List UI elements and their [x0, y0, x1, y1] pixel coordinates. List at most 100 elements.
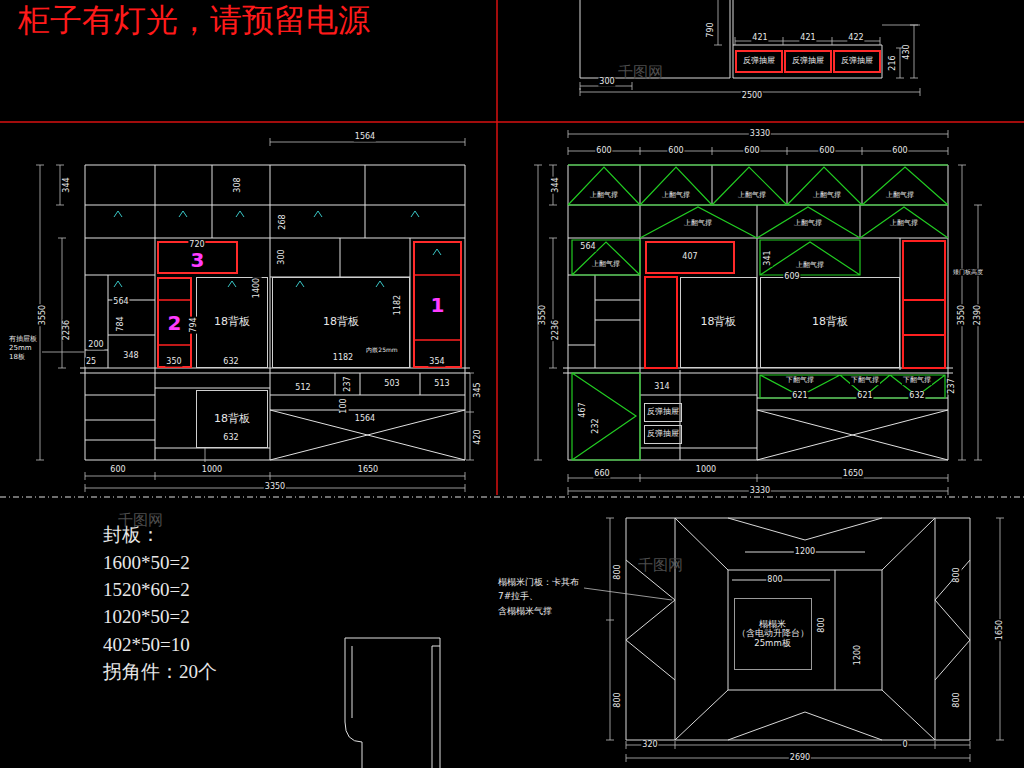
dimension-text: 1200 [794, 548, 816, 557]
dimension-text: 421 [799, 34, 816, 43]
dimension-text: 1182 [394, 294, 403, 316]
dimension-text: 2236 [63, 319, 72, 341]
dimension-text: 800 [766, 576, 783, 585]
node-text: 反弹抽屉 [792, 57, 824, 66]
dimension-text: 800 [818, 616, 827, 633]
watermark: 千图网 [637, 557, 684, 574]
cabinet-outline [563, 165, 953, 460]
lit-box: 407 [645, 241, 735, 274]
lamp-symbol [114, 211, 441, 287]
node-text: 18背板 [323, 316, 359, 328]
dimension-text: 1564 [354, 133, 376, 142]
dimension-text: 348 [122, 352, 139, 361]
dimension-text: 660 [593, 470, 610, 479]
note-text: 下翻气撑 [850, 377, 880, 385]
dimension-text: 3550 [39, 304, 48, 326]
dimension-text: 216 [889, 54, 898, 71]
node-text: 407 [682, 253, 697, 262]
back-panel-box: 18背板 [760, 277, 900, 368]
note-text: 18板 [8, 354, 26, 362]
drawer-box: 反弹抽屉 [784, 50, 832, 73]
dimension-text: 632 [222, 434, 239, 443]
material-list: 1020*50=2 [102, 607, 191, 628]
dimension-text: 720 [188, 241, 205, 250]
note-text: 内嵌25mm [365, 347, 398, 354]
watermark: 千图网 [117, 512, 164, 529]
watermark: 千图网 [617, 64, 664, 81]
dimension-text: 1200 [854, 644, 863, 666]
dimension-text: 1400 [253, 277, 262, 299]
drawer-box: 反弹抽屉 [833, 50, 881, 73]
node-text: 反弹抽屉 [647, 430, 679, 439]
drawer-box: 反弹抽屉 [644, 403, 682, 422]
edge-profile [345, 638, 440, 768]
dimension-text: 632 [908, 392, 925, 401]
note-text: 下翻气撑 [785, 377, 815, 385]
dimension-text: 0 [901, 741, 908, 750]
callout-box: 2 [157, 277, 192, 368]
node-text: 18背板 [701, 316, 737, 328]
dimension-text: 320 [641, 741, 658, 750]
dimension-text: 300 [598, 78, 615, 87]
dimension-text: 345 [474, 381, 483, 398]
dimension-text: 503 [383, 380, 400, 389]
dimension-text: 1182 [332, 354, 354, 363]
dimension-text: 1650 [842, 470, 864, 479]
note-text: 上翻气撑 [589, 192, 619, 200]
frame-line [0, 0, 1024, 495]
dimension-text: 420 [474, 428, 483, 445]
dimension-text: 2390 [974, 304, 983, 326]
callout-box: 1 [413, 241, 462, 368]
drawer-box: 反弹抽屉 [644, 425, 682, 444]
dimension-text: 354 [428, 358, 445, 367]
note-text: 有抽屉板 [8, 336, 38, 344]
node-text: 反弹抽屉 [743, 57, 775, 66]
leader-line [42, 352, 205, 462]
dimension-text: 237 [344, 375, 353, 392]
node-text: 榻榻米 [759, 620, 786, 629]
note-text: 7#拉手、 [497, 592, 539, 602]
note-text: 上翻气撑 [885, 192, 915, 200]
note-text: 上翻气撑 [812, 192, 842, 200]
note-text: 上翻气撑 [737, 192, 767, 200]
section-divider [0, 497, 1024, 498]
dimension-text: 3550 [958, 304, 967, 326]
note-text: 上翻气撑 [661, 192, 691, 200]
drawer-box: 反弹抽屉 [735, 50, 783, 73]
dimension-text: 3330 [749, 130, 771, 139]
dimension-text: 800 [614, 563, 623, 580]
dimension-text: 200 [87, 341, 104, 350]
dimension-text: 790 [707, 21, 716, 38]
note-text: 下翻气撑 [902, 377, 932, 385]
dimension-text: 1000 [695, 466, 717, 475]
material-list: 402*50=10 [102, 635, 191, 656]
dimension-text: 341 [764, 249, 773, 266]
dimension-text: 800 [953, 566, 962, 583]
title-note: 柜子有灯光，请预留电源 [18, 3, 370, 38]
dimension-text: 1650 [996, 619, 1005, 641]
dimension-text: 512 [294, 384, 311, 393]
leader-line [584, 588, 672, 600]
dimension-text: 800 [953, 691, 962, 708]
dimension-text: 3350 [264, 483, 286, 492]
dimension-text: 422 [847, 34, 864, 43]
note-text: 上翻气撑 [889, 220, 919, 228]
dimension-text: 1650 [357, 466, 379, 475]
dimension-text: 430 [903, 43, 912, 60]
dimension-text: 314 [653, 383, 670, 392]
tatami-outline [626, 518, 970, 740]
note-text: 含榻榻米气撑 [497, 607, 553, 617]
dimension-text: 300 [278, 248, 287, 265]
note-text: 25mm [8, 345, 33, 353]
node-text: 18背板 [214, 316, 250, 328]
lift-platform-box: 榻榻米（含电动升降台）25mm板 [734, 598, 812, 670]
dimension-text: 2236 [552, 319, 561, 341]
dimension-text: 1564 [354, 415, 376, 424]
note-text: 榻榻米门板：卡其布 [497, 578, 580, 588]
dimension-line [606, 518, 1004, 762]
material-list: 拐角件：20个 [102, 662, 218, 683]
dimension-text: 3330 [749, 487, 771, 496]
dimension-text: 784 [117, 315, 126, 332]
dimension-text: 232 [592, 417, 601, 434]
